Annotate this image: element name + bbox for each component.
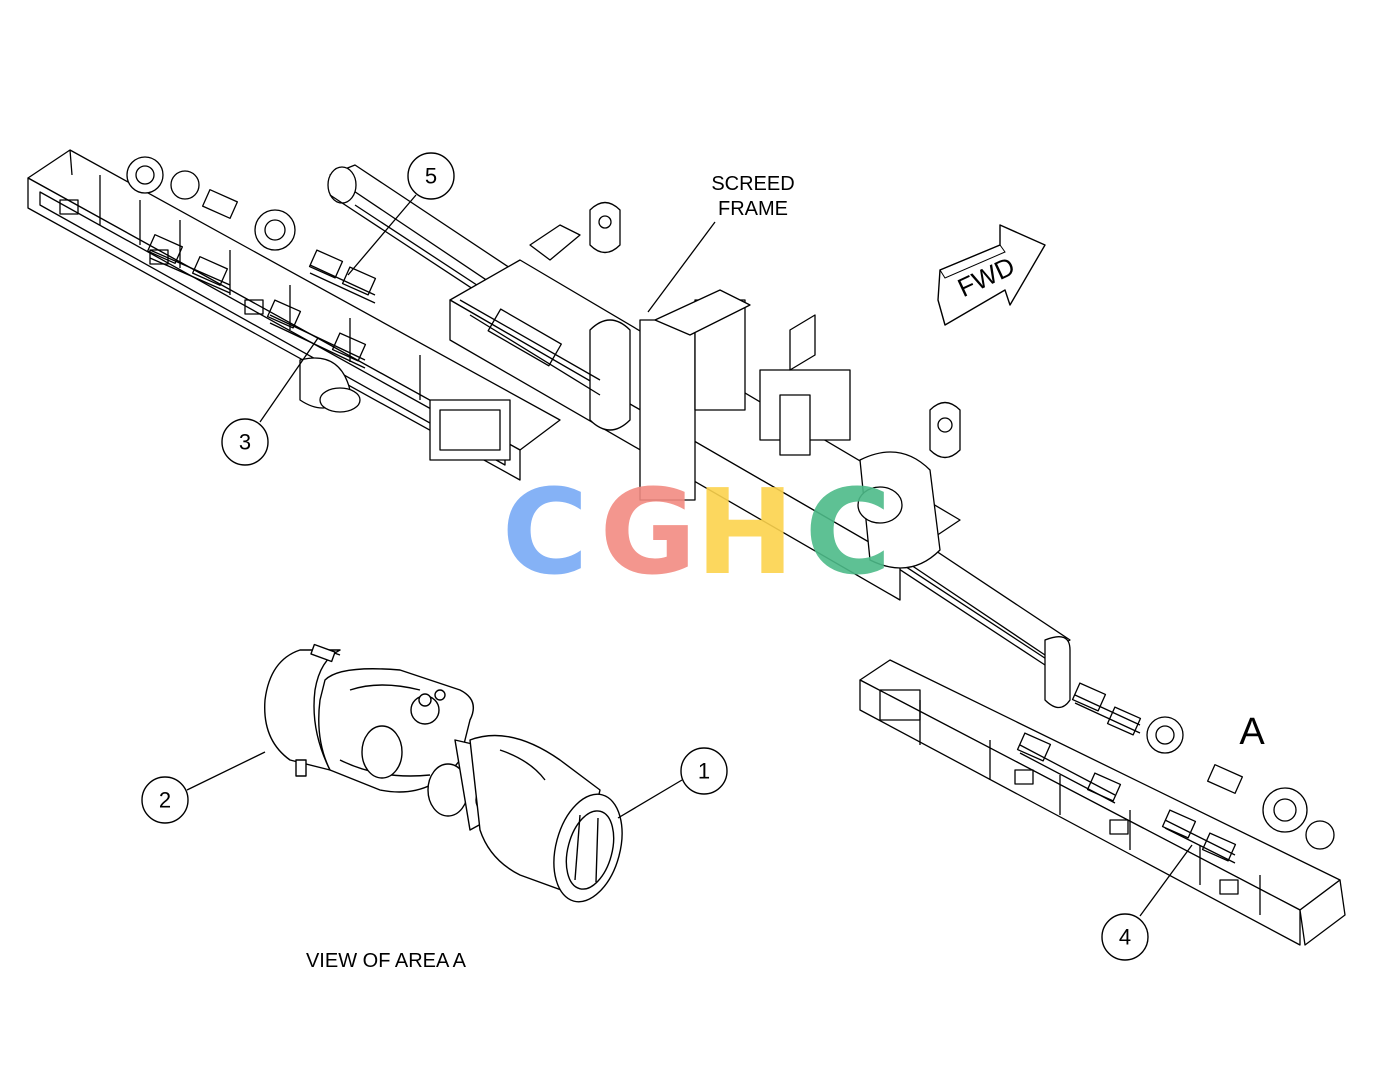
svg-text:5: 5 [425, 164, 437, 189]
center-frame-body [429, 201, 961, 601]
svg-text:G: G [600, 463, 697, 601]
right-drive-shafts [1016, 682, 1335, 864]
left-extension-frame [27, 149, 561, 481]
callout-1: 1 [617, 747, 728, 819]
watermark-logo: C G H C [502, 463, 892, 601]
svg-text:C: C [502, 463, 589, 601]
svg-text:C: C [805, 463, 892, 601]
screed-frame-leader [647, 221, 716, 313]
screed-frame-label-line2: FRAME [718, 198, 788, 220]
callout-2: 2 [141, 751, 266, 824]
universal-joint-detail [264, 643, 623, 903]
svg-text:2: 2 [159, 788, 171, 813]
forward-direction-arrow: FWD [937, 224, 1046, 326]
left-drive-shafts [126, 156, 377, 413]
svg-text:H: H [696, 463, 795, 601]
svg-text:3: 3 [239, 430, 251, 455]
callout-3: 3 [221, 337, 319, 466]
screed-frame-label-line1: SCREED [711, 173, 794, 195]
area-a-label: A [1239, 711, 1265, 753]
callout-5: 5 [347, 152, 455, 276]
screed-frame-assembly [27, 149, 1346, 946]
svg-text:4: 4 [1119, 925, 1131, 950]
callout-4: 4 [1101, 844, 1193, 961]
view-caption: VIEW OF AREA A [306, 950, 467, 972]
svg-text:1: 1 [698, 759, 710, 784]
